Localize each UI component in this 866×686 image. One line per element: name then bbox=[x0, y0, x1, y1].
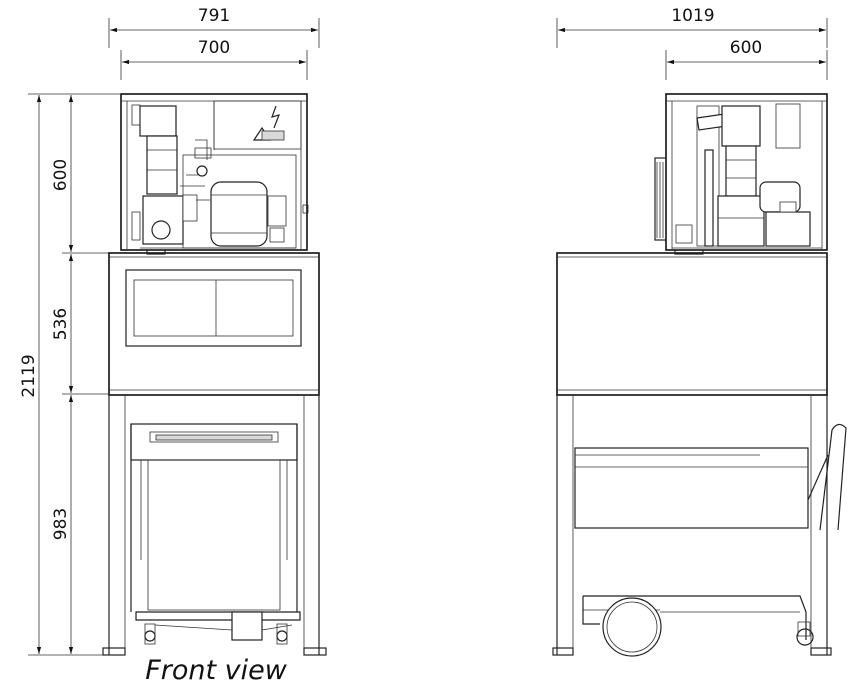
side-view bbox=[552, 93, 847, 657]
front-view-caption: Front view bbox=[145, 655, 288, 686]
ice-storage-bin-side bbox=[556, 249, 828, 396]
electric-hazard-warning-icon bbox=[252, 105, 285, 141]
dimension-total-height: 2119 bbox=[19, 93, 120, 656]
bin-height-label: 536 bbox=[51, 308, 71, 340]
side-inner-width-label: 600 bbox=[730, 38, 762, 58]
ice-machine-head-side bbox=[654, 93, 828, 251]
ice-storage-bin-front bbox=[108, 249, 320, 396]
dimension-side-inner-width: 600 bbox=[665, 38, 828, 80]
stand-height-label: 983 bbox=[51, 508, 71, 540]
total-height-label: 2119 bbox=[19, 354, 39, 397]
ice-machine-head-front bbox=[120, 93, 309, 251]
stand-and-cart-side bbox=[552, 394, 847, 657]
dimension-head-height: 600 bbox=[51, 95, 110, 254]
dimension-front-inner-width: 700 bbox=[120, 38, 308, 80]
dimension-stand-height: 983 bbox=[51, 395, 74, 654]
dimension-bin-height: 536 bbox=[51, 254, 110, 395]
dimension-front-overall-width: 791 bbox=[108, 6, 320, 48]
cart-wheel-large bbox=[602, 597, 662, 657]
front-overall-width-label: 791 bbox=[198, 6, 230, 26]
front-view: Front view bbox=[102, 93, 327, 686]
head-height-label: 600 bbox=[51, 159, 71, 191]
dimension-side-overall-width: 1019 bbox=[556, 6, 828, 48]
front-inner-width-label: 700 bbox=[198, 38, 230, 58]
condenser-fan-grille bbox=[654, 157, 667, 241]
stand-and-cart-front bbox=[102, 394, 327, 656]
side-overall-width-label: 1019 bbox=[671, 6, 714, 26]
